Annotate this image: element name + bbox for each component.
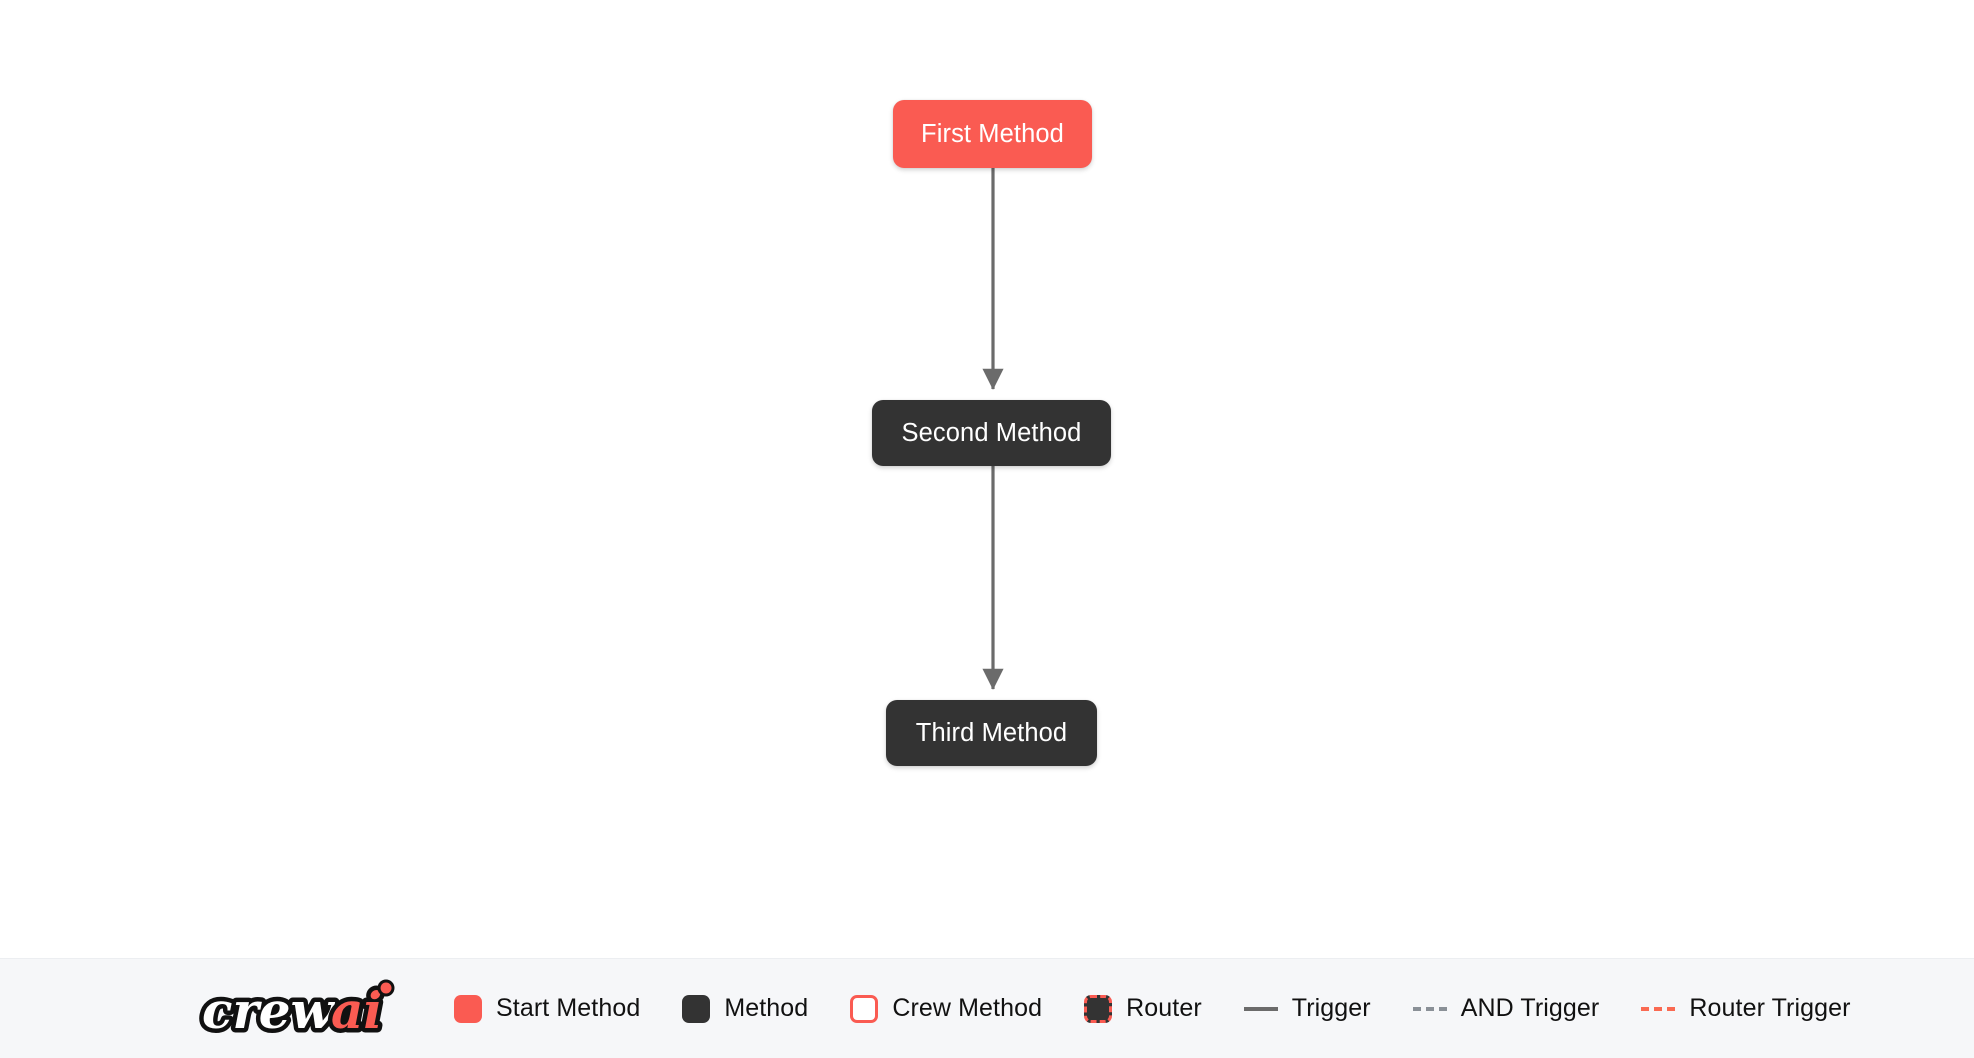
flow-node-label: First Method	[921, 119, 1064, 148]
legend-item-start-method: Start Method	[454, 994, 640, 1023]
crew-method-swatch-icon	[850, 994, 879, 1023]
legend-label: Method	[724, 994, 809, 1022]
trigger-line-icon	[1243, 1006, 1278, 1011]
legend-label: Router Trigger	[1689, 994, 1851, 1022]
legend-label: Trigger	[1291, 994, 1371, 1022]
start-method-swatch-icon	[454, 994, 482, 1023]
crewai-logo-ai-outline: ai	[331, 981, 382, 1040]
flow-node-label: Second Method	[901, 418, 1082, 447]
legend-label: AND Trigger	[1460, 994, 1600, 1022]
flow-node-second-method[interactable]: Second Method	[872, 400, 1111, 466]
legend-item-and-trigger: AND Trigger	[1412, 994, 1600, 1023]
legend-item-crew-method: Crew Method	[850, 994, 1042, 1023]
crewai-logo: crew crew ai ai	[198, 976, 395, 1042]
crewai-logo-ai: ai	[331, 981, 382, 1040]
crewai-logo-crew-outline: crew	[202, 981, 336, 1040]
crewai-logo-dot	[380, 982, 392, 993]
flow-canvas[interactable]: First Method Second Method Third Method	[0, 0, 1974, 958]
flow-node-label: Third Method	[915, 718, 1068, 747]
legend-label: Router	[1126, 994, 1202, 1022]
flow-node-first-method[interactable]: First Method	[893, 100, 1092, 168]
router-swatch-icon	[1084, 994, 1113, 1023]
legend-item-trigger: Trigger	[1243, 994, 1371, 1023]
legend-item-method: Method	[682, 994, 808, 1023]
crewai-logo-crew: crew	[202, 981, 336, 1040]
legend-items: Start Method Method Crew Method Router T…	[454, 994, 1851, 1023]
and-trigger-line-icon	[1412, 1006, 1447, 1011]
legend-label: Crew Method	[892, 994, 1043, 1022]
legend-bar: crew crew ai ai Start Method Method Crew…	[0, 958, 1974, 1058]
legend-item-router: Router	[1084, 994, 1202, 1023]
legend-item-router-trigger: Router Trigger	[1641, 994, 1850, 1023]
flow-node-third-method[interactable]: Third Method	[886, 700, 1097, 766]
method-swatch-icon	[682, 994, 711, 1023]
router-trigger-line-icon	[1641, 1006, 1676, 1011]
legend-label: Start Method	[496, 994, 641, 1022]
